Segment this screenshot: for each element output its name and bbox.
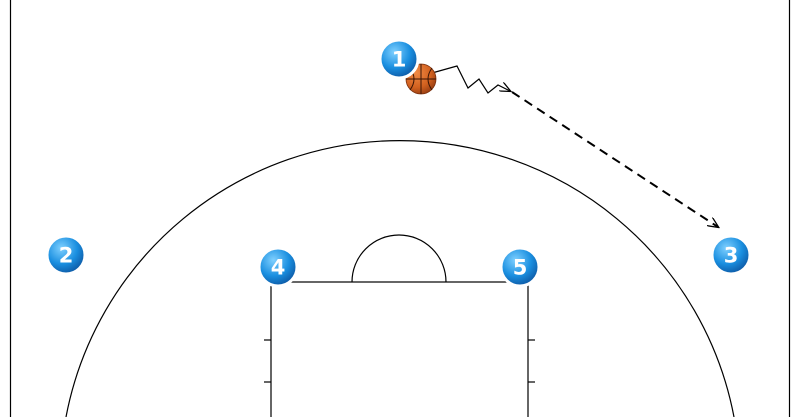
player-4-number: 4 [271,256,286,280]
player-2[interactable]: 2 [45,234,87,276]
player-5[interactable]: 5 [499,246,541,288]
player-1[interactable]: 1 [378,38,420,80]
pass-path [511,91,718,227]
lane-hash-marks [264,339,535,383]
dribble-path [431,65,510,94]
lane [270,281,529,417]
free-throw-circle [351,234,447,283]
player-3[interactable]: 3 [710,234,752,276]
player-4[interactable]: 4 [257,246,299,288]
player-3-number: 3 [724,244,739,268]
three-point-arc [65,139,735,417]
player-1-number: 1 [392,48,407,72]
player-2-number: 2 [59,244,74,268]
player-5-number: 5 [513,256,528,280]
